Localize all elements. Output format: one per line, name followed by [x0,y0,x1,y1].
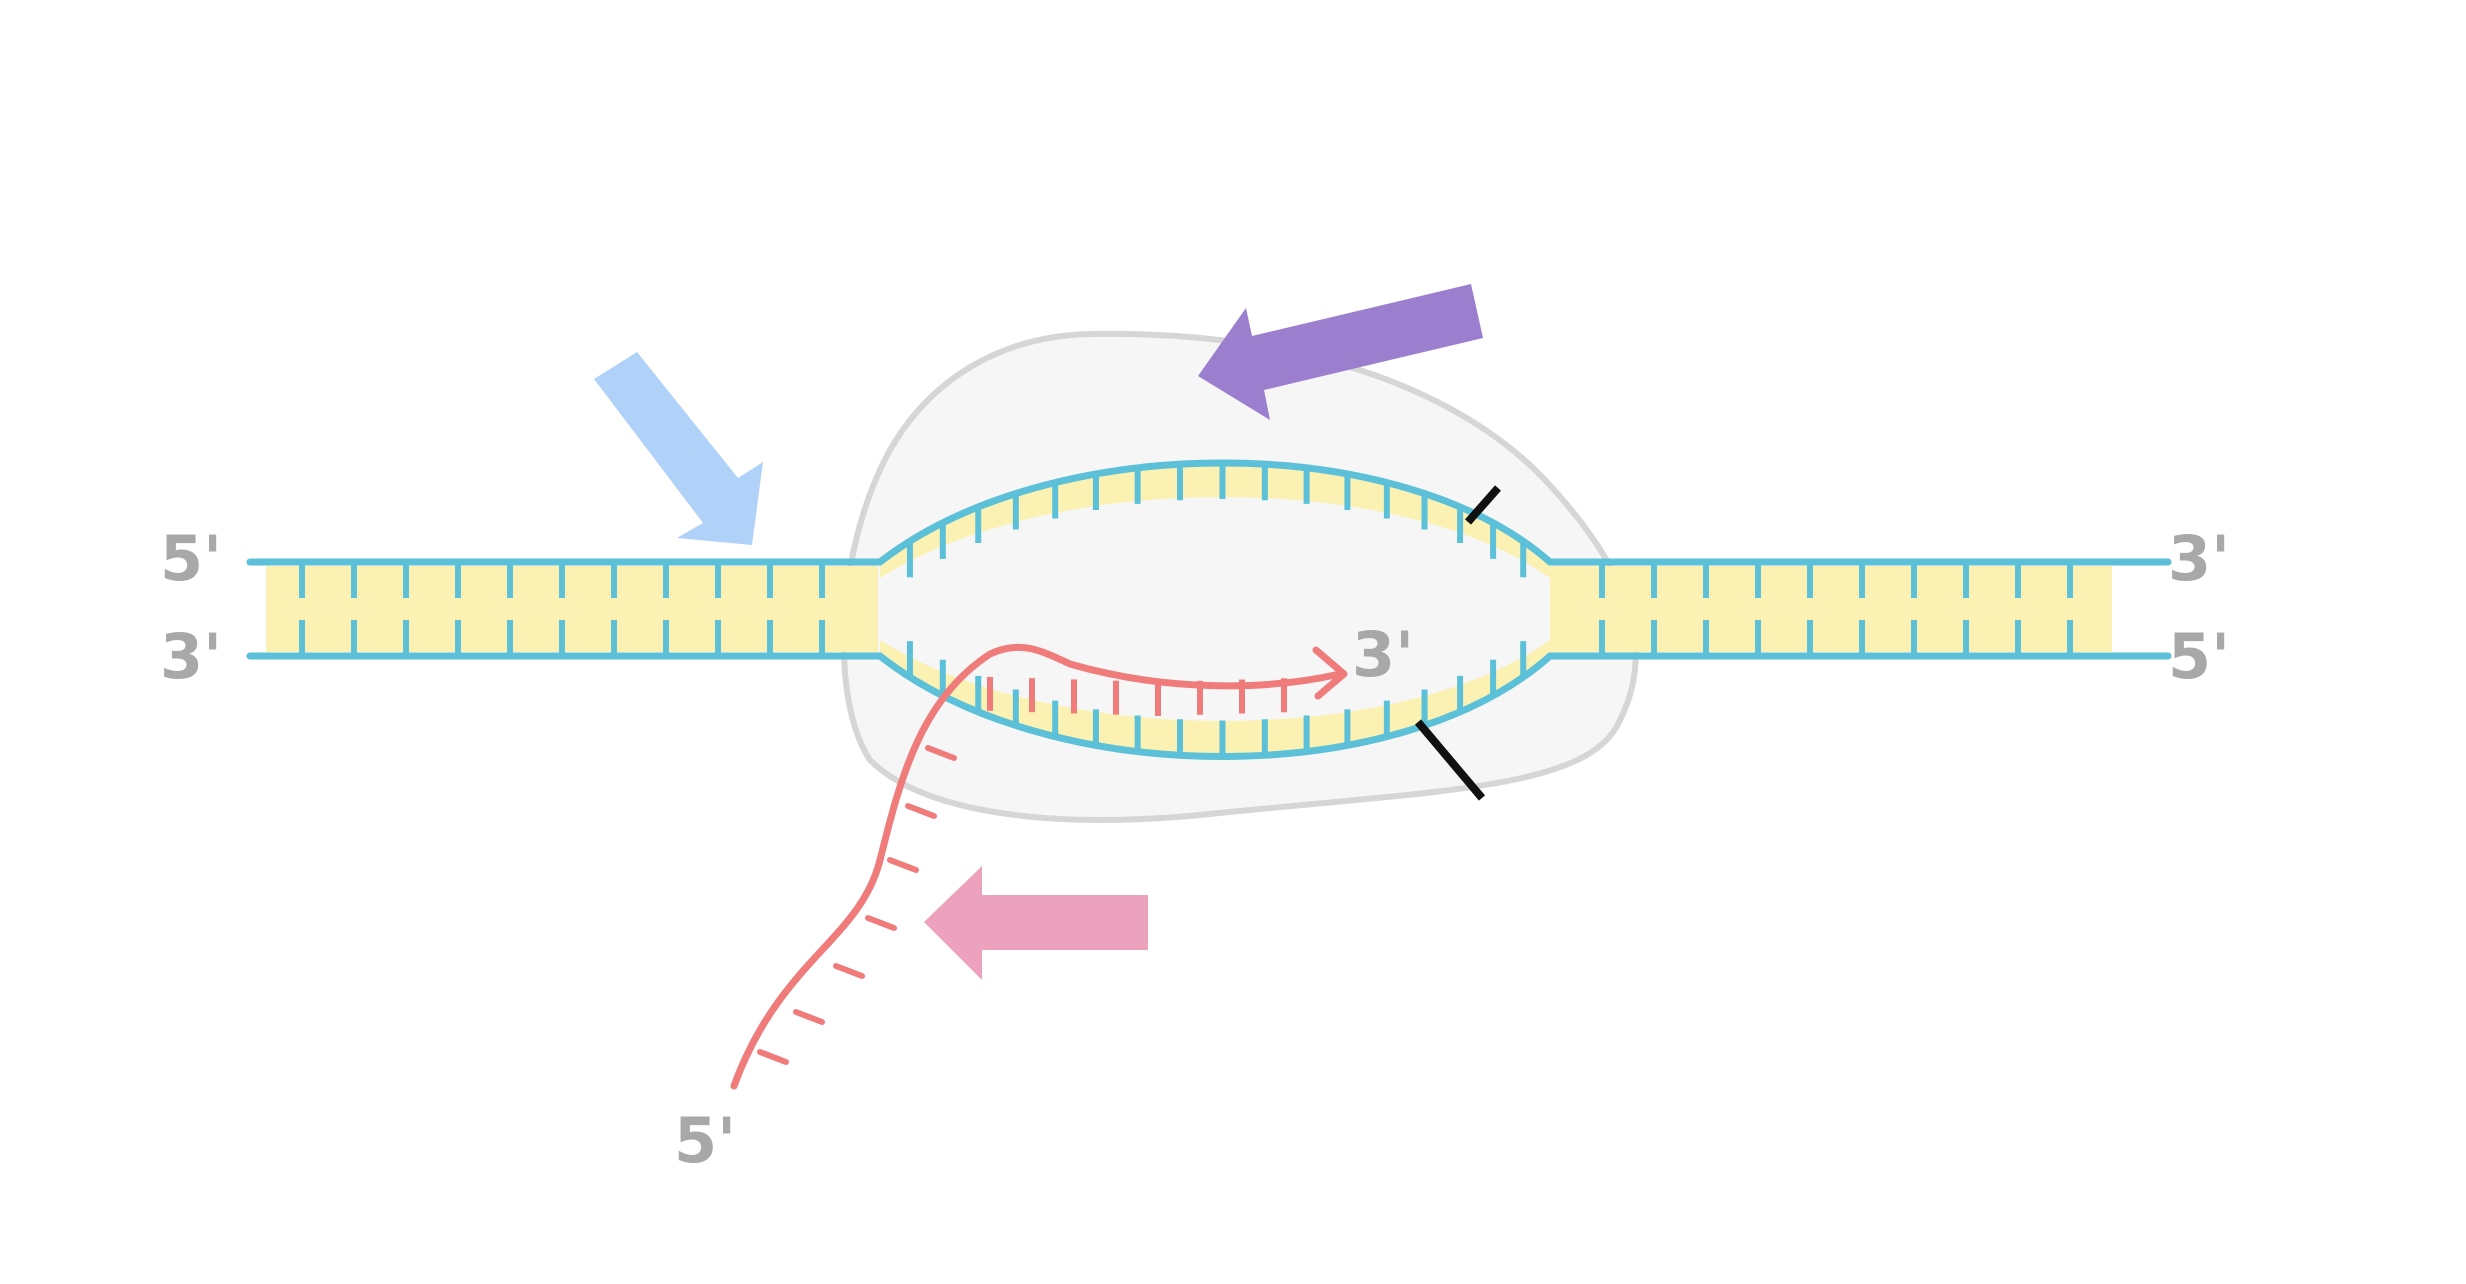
label-rna-3prime: 3' [1352,618,1414,691]
label-bottom-right-5prime: 5' [2168,620,2230,693]
template-strand [246,652,2172,760]
dna-strands [246,459,2172,760]
rna-base-tick [925,745,957,761]
right-duplex-fill [1550,566,2112,652]
coding-strand [246,459,2172,566]
pointer-line-upper [1465,485,1501,525]
rna-base-tick [887,857,919,873]
rna-arrowhead-icon [1312,646,1348,700]
arrow-left-icon [924,866,1148,980]
rna-transcript [730,643,1348,1090]
label-top-left-5prime: 5' [160,522,222,595]
rna-strand [730,643,1344,1090]
bubble-top-fill [880,463,1550,578]
rna-base-tick [833,963,865,979]
bubble-bottom-fill [880,640,1550,757]
rna-base-tick [793,1009,825,1025]
arrow-down-right-icon [594,352,763,545]
rna-base-tick [905,803,937,819]
pointer-line-lower [1414,719,1486,801]
label-rna-5prime: 5' [674,1104,736,1177]
label-top-right-3prime: 3' [2168,522,2230,595]
label-bottom-left-3prime: 3' [160,620,222,693]
arrow-down-left-icon [1198,284,1483,420]
rna-base-tick [757,1049,789,1065]
left-duplex-fill [266,566,878,652]
rna-base-tick [865,915,897,931]
base-pair-ticks [299,463,2073,757]
